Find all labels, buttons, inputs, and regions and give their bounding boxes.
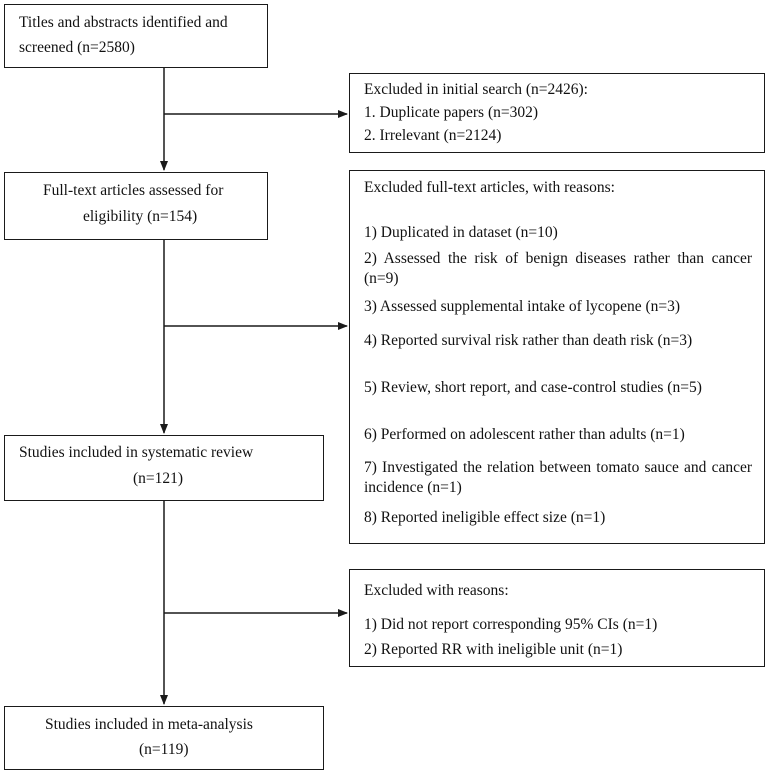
excluded-reasons-item-1: 1) Did not report corresponding 95% CIs … (364, 616, 658, 633)
identified-line1: Titles and abstracts identified and (19, 14, 228, 31)
excluded-fulltext-title: Excluded full-text articles, with reason… (364, 179, 615, 196)
excluded-fulltext-item-5: 5) Review, short report, and case-contro… (364, 379, 702, 396)
systematic-line2: (n=121) (133, 470, 184, 487)
excluded-initial-box: Excluded in initial search (n=2426): 1. … (349, 73, 765, 153)
fulltext-line1: Full-text articles assessed for (43, 182, 224, 199)
meta-line1: Studies included in meta-analysis (45, 716, 253, 733)
fulltext-box: Full-text articles assessed for eligibil… (4, 172, 268, 240)
excluded-fulltext-item-1: 1) Duplicated in dataset (n=10) (364, 224, 558, 241)
excluded-fulltext-item-8: 8) Reported ineligible effect size (n=1) (364, 509, 606, 526)
excluded-initial-title: Excluded in initial search (n=2426): (364, 81, 588, 98)
excluded-initial-item-1: 1. Duplicate papers (n=302) (364, 104, 539, 121)
meta-line2: (n=119) (139, 741, 189, 758)
excluded-fulltext-item-6: 6) Performed on adolescent rather than a… (364, 426, 685, 443)
excluded-fulltext-item-3: 3) Assessed supplemental intake of lycop… (364, 298, 681, 315)
fulltext-line2: eligibility (n=154) (83, 208, 198, 225)
meta-analysis-box: Studies included in meta-analysis (n=119… (4, 706, 324, 770)
excluded-fulltext-item-7: 7) Investigated the relation between tom… (364, 459, 752, 496)
excluded-fulltext-box: Excluded full-text articles, with reason… (349, 170, 765, 544)
systematic-review-box: Studies included in systematic review (n… (4, 435, 324, 501)
excluded-reasons-box: Excluded with reasons: 1) Did not report… (349, 569, 765, 667)
identified-line2: screened (n=2580) (19, 39, 135, 56)
systematic-line1: Studies included in systematic review (19, 444, 254, 461)
excluded-fulltext-item-2: 2) Assessed the risk of benign diseases … (364, 250, 752, 287)
excluded-fulltext-item-4: 4) Reported survival risk rather than de… (364, 332, 693, 349)
excluded-initial-item-2: 2. Irrelevant (n=2124) (364, 127, 502, 144)
excluded-reasons-item-2: 2) Reported RR with ineligible unit (n=1… (364, 641, 623, 658)
identified-box: Titles and abstracts identified and scre… (4, 4, 268, 68)
excluded-reasons-title: Excluded with reasons: (364, 582, 509, 599)
